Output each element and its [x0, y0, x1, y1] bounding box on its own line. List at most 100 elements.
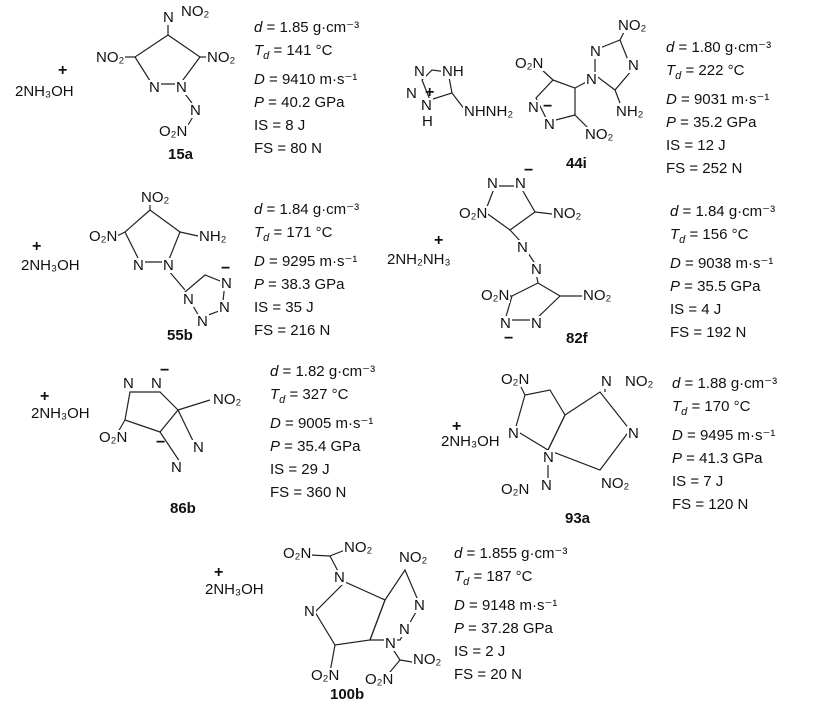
atom: N: [175, 79, 188, 96]
property-line: FS = 252 N: [666, 157, 771, 180]
property-text: =: [269, 224, 287, 241]
property-text: d: [463, 576, 470, 588]
property-text: 1.84 g·cm⁻³: [695, 203, 776, 220]
pyrazole-ring-44i: [535, 79, 576, 123]
property-text: 252 N: [702, 160, 743, 177]
atom: N: [122, 375, 135, 392]
property-text: T: [454, 568, 464, 585]
property-text: 360 N: [306, 484, 347, 501]
atom: N: [192, 439, 205, 456]
property-line: d = 1.84 g·cm⁻³: [670, 200, 775, 223]
atom: NH: [441, 63, 465, 80]
property-text: FS: [666, 160, 686, 177]
property-line: P = 38.3 GPa: [254, 273, 359, 296]
property-text: =: [676, 91, 694, 108]
property-text: =: [268, 117, 286, 134]
atom: H: [421, 113, 434, 130]
charge: +: [425, 84, 435, 101]
atom: N: [627, 425, 640, 442]
bicyclic-ring-93a-left: [514, 389, 566, 451]
charge: −: [504, 330, 514, 347]
property-text: D: [666, 91, 677, 108]
property-text: d: [679, 234, 686, 246]
property-text: 1.80 g·cm⁻³: [691, 39, 772, 56]
property-text: =: [462, 545, 480, 562]
property-text: =: [680, 255, 698, 272]
atom: NO₂: [552, 205, 583, 222]
property-line: FS = 216 N: [254, 319, 359, 342]
property-text: 1.85 g·cm⁻³: [279, 19, 360, 36]
property-text: 9005 m·s⁻¹: [297, 415, 374, 432]
property-line: IS = 8 J: [254, 114, 359, 137]
property-text: =: [280, 415, 298, 432]
property-line: P = 40.2 GPa: [254, 91, 359, 114]
compound-label: 82f: [566, 330, 588, 347]
atom: N: [413, 597, 426, 614]
atom: N: [507, 425, 520, 442]
atom: N: [384, 635, 397, 652]
property-text: =: [273, 140, 291, 157]
property-text: =: [680, 375, 698, 392]
atom: N: [398, 621, 411, 638]
property-text: =: [682, 450, 700, 467]
atom: N: [196, 313, 209, 330]
property-text: 80 N: [290, 140, 322, 157]
atom: NO₂: [600, 475, 631, 492]
property-text: d: [670, 203, 679, 220]
property-line: IS = 35 J: [254, 296, 359, 319]
atom: O₂N: [364, 671, 395, 688]
atom: O₂N: [500, 481, 531, 498]
property-text: 8 J: [285, 117, 306, 134]
property-text: =: [689, 324, 707, 341]
atom: O₂N: [98, 429, 129, 446]
atom: N: [542, 449, 555, 466]
property-text: =: [691, 496, 709, 513]
atom: N: [303, 603, 316, 620]
property-text: 216 N: [290, 322, 331, 339]
property-text: FS: [454, 666, 474, 683]
cation-charge: +: [434, 232, 444, 249]
property-line: IS = 29 J: [270, 458, 375, 481]
atom: O₂N: [458, 205, 489, 222]
property-text: =: [682, 427, 700, 444]
property-text: IS: [672, 473, 687, 490]
property-text: =: [685, 160, 703, 177]
atom: N: [530, 261, 543, 278]
property-line: D = 9038 m·s⁻¹: [670, 252, 775, 275]
property-text: D: [270, 415, 281, 432]
atom: N: [486, 175, 499, 192]
cation-charge: +: [40, 388, 50, 405]
atom: N: [182, 291, 195, 308]
property-line: D = 9005 m·s⁻¹: [270, 412, 375, 435]
atom: N: [132, 257, 145, 274]
atom: NO₂: [180, 3, 211, 20]
property-line: Td = 141 °C: [254, 39, 359, 68]
property-line: D = 9495 m·s⁻¹: [672, 424, 777, 447]
atom: N: [405, 85, 418, 102]
property-line: d = 1.855 g·cm⁻³: [454, 542, 567, 565]
atom: NO₂: [95, 49, 126, 66]
property-text: FS: [254, 140, 274, 157]
property-line: FS = 360 N: [270, 481, 375, 504]
property-text: =: [674, 39, 692, 56]
pyrazole-ring-82f-top: [484, 185, 536, 231]
charge: −: [543, 98, 553, 115]
atom: NO₂: [412, 651, 443, 668]
property-text: =: [285, 386, 303, 403]
property-line: FS = 120 N: [672, 493, 777, 516]
property-text: D: [454, 597, 465, 614]
property-text: 141 °C: [286, 42, 333, 59]
compound-label: 15a: [168, 146, 194, 163]
atom: N: [543, 116, 556, 133]
property-text: IS: [670, 301, 685, 318]
cation-charge: +: [452, 418, 462, 435]
atom: NO₂: [584, 126, 615, 143]
property-text: 20 N: [490, 666, 522, 683]
property-line: Td = 222 °C: [666, 59, 771, 88]
property-text: 35.5 GPa: [697, 278, 761, 295]
property-text: T: [254, 224, 264, 241]
property-text: =: [262, 201, 280, 218]
charge: −: [160, 362, 170, 379]
properties-block: d = 1.84 g·cm⁻³ Td = 156 °C D = 9038 m·s…: [670, 200, 775, 344]
